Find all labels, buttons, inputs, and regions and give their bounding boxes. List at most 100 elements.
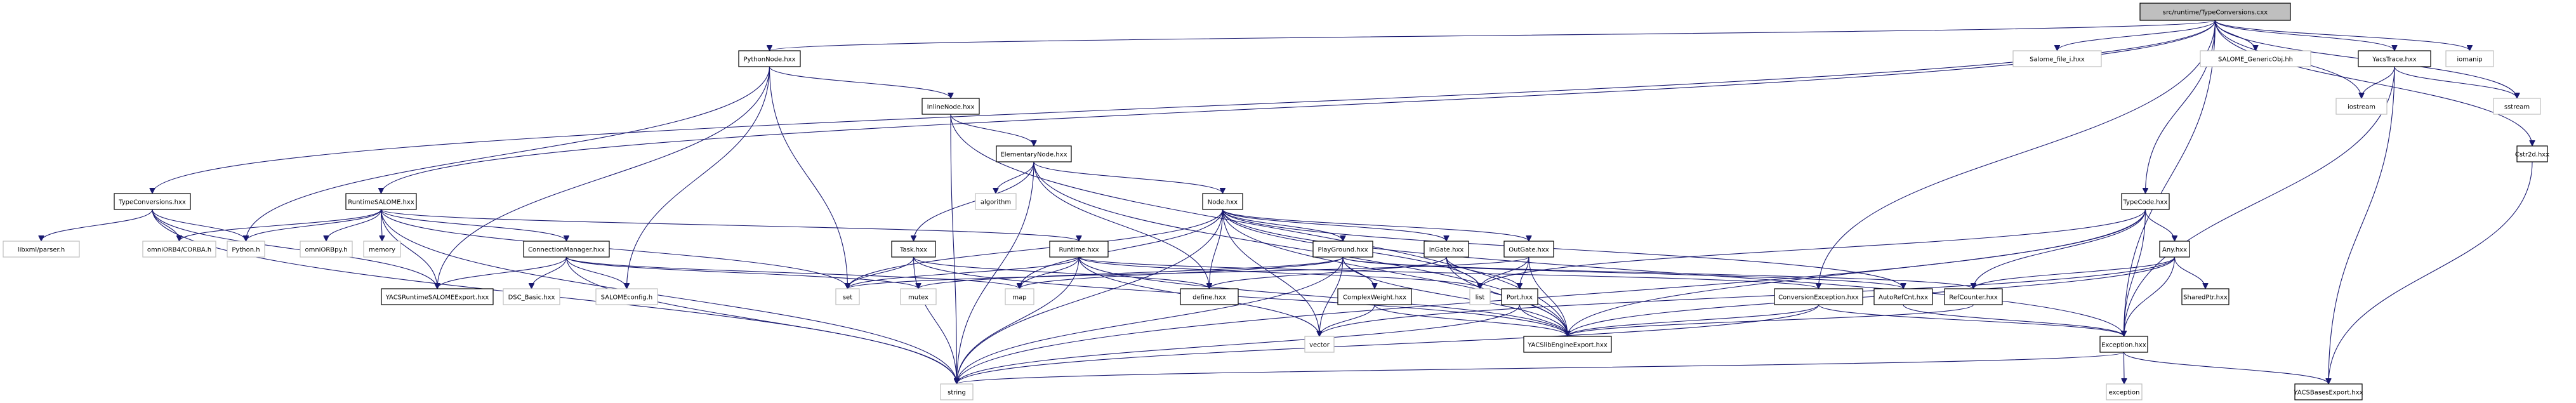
node-Node[interactable]: Node.hxx — [1202, 193, 1243, 210]
node-Exception[interactable]: Exception.hxx — [2099, 336, 2148, 353]
edge-RuntimeSALOME-to-Python — [246, 209, 382, 242]
node-label: ComplexWeight.hxx — [1343, 294, 1406, 301]
node-libxml: libxml/parser.h — [3, 241, 80, 258]
edge-Node-to-define — [1210, 209, 1224, 289]
node-label: exception — [2109, 390, 2140, 397]
node-label: SALOMEconfig.h — [601, 294, 653, 301]
node-label: algorithm — [981, 199, 1011, 206]
node-InlineNode[interactable]: InlineNode.hxx — [921, 98, 980, 115]
node-PythonNode[interactable]: PythonNode.hxx — [738, 50, 801, 67]
node-SharedPtr[interactable]: SharedPtr.hxx — [2181, 288, 2229, 305]
node-RuntimeSALOME[interactable]: RuntimeSALOME.hxx — [345, 193, 417, 210]
edge-ElementaryNode-to-define — [1033, 161, 1210, 289]
node-root[interactable]: src/runtime/TypeConversions.cxx — [2139, 3, 2291, 21]
node-omniCORBA: omniORB4/CORBA.h — [142, 241, 216, 258]
edge-root-to-TypeCode — [2146, 20, 2216, 194]
edge-Runtime-to-list — [1078, 256, 1480, 289]
node-TypeCode[interactable]: TypeCode.hxx — [2121, 193, 2170, 210]
node-box — [738, 50, 801, 67]
edge-RuntimeSALOME-to-YACSRuntimeSALOMEExport — [380, 209, 438, 289]
node-define[interactable]: define.hxx — [1180, 288, 1239, 305]
node-set: set — [835, 288, 860, 305]
node-label: Salome_file_i.hxx — [2030, 56, 2085, 63]
edge-ConnectionManager-to-mutex — [565, 256, 919, 289]
edge-Runtime-to-ConversionException — [1078, 256, 1819, 289]
node-label: RuntimeSALOME.hxx — [348, 199, 414, 206]
edge-ConnectionManager-to-map — [565, 256, 1020, 289]
edge-Any-to-Exception — [2124, 256, 2176, 336]
node-label: map — [1012, 294, 1026, 301]
node-box — [2139, 3, 2291, 21]
edge-YacsTrace-to-YACSBasesExport — [2328, 66, 2395, 384]
edge-PythonNode-to-SALOMEconfig — [627, 66, 770, 289]
node-exception: exception — [2106, 383, 2143, 400]
node-label: string — [948, 390, 966, 397]
node-box — [1202, 193, 1243, 210]
edge-PlayGround-to-mutex — [918, 256, 1344, 289]
node-string: string — [940, 383, 974, 400]
edge-PythonNode-to-set — [769, 66, 848, 289]
node-ComplexWeight[interactable]: ComplexWeight.hxx — [1337, 288, 1412, 305]
edge-ElementaryNode-to-algorithm — [996, 161, 1034, 194]
node-Port[interactable]: Port.hxx — [1501, 288, 1538, 305]
node-ConversionException[interactable]: ConversionException.hxx — [1774, 288, 1863, 305]
node-label: Exception.hxx — [2101, 342, 2146, 349]
node-ConnectionManager[interactable]: ConnectionManager.hxx — [523, 241, 610, 258]
node-iomanip: iomanip — [2445, 50, 2494, 67]
edge-PlayGround-to-ComplexWeight — [1342, 256, 1375, 289]
node-label: InlineNode.hxx — [927, 104, 975, 111]
node-RefCounter[interactable]: RefCounter.hxx — [1944, 288, 2003, 305]
edge-Node-to-Exception — [1222, 209, 2124, 336]
node-list: list — [1469, 288, 1491, 305]
node-box — [363, 241, 401, 258]
node-box — [2012, 50, 2102, 67]
node-SALOME_GenericObj: SALOME_GenericObj.hh — [2200, 50, 2311, 67]
node-YACSRuntimeSALOMEExport[interactable]: YACSRuntimeSALOMEExport.hxx — [381, 288, 494, 305]
node-YACSlibEngineExport[interactable]: YACSlibEngineExport.hxx — [1523, 336, 1612, 353]
edge-root-to-Salome_file_i — [2057, 20, 2216, 51]
node-label: YACSBasesExport.hxx — [2294, 390, 2363, 397]
node-box — [1312, 241, 1373, 258]
node-InGate[interactable]: InGate.hxx — [1423, 241, 1469, 258]
node-label: InGate.hxx — [1429, 247, 1464, 254]
edge-Port-to-string — [957, 304, 1521, 384]
node-label: AutoRefCnt.hxx — [1879, 294, 1928, 301]
node-YacsTrace[interactable]: YacsTrace.hxx — [2358, 50, 2431, 67]
node-box — [1304, 336, 1335, 353]
edge-TypeCode-to-string — [957, 209, 2146, 384]
node-box — [900, 288, 937, 305]
node-Cstr2d[interactable]: Cstr2d.hxx — [2515, 145, 2549, 162]
node-label: ElementaryNode.hxx — [1000, 152, 1067, 159]
node-ElementaryNode[interactable]: ElementaryNode.hxx — [996, 145, 1072, 162]
edge-ConnectionManager-to-string — [565, 256, 957, 384]
node-algorithm: algorithm — [975, 193, 1017, 210]
node-Runtime[interactable]: Runtime.hxx — [1049, 241, 1109, 258]
node-SALOMEconfig: SALOMEconfig.h — [595, 288, 658, 305]
node-box — [595, 288, 658, 305]
edge-TypeCode-to-YACSlibEngineExport — [1568, 209, 2146, 336]
edge-Any-to-YACSlibEngineExport — [1568, 256, 2176, 336]
node-YACSBasesExport[interactable]: YACSBasesExport.hxx — [2294, 383, 2363, 400]
node-box — [300, 241, 353, 258]
node-Salome_file_i: Salome_file_i.hxx — [2012, 50, 2102, 67]
node-label: iomanip — [2457, 56, 2482, 63]
edge-TypeConversionsH-to-Python — [152, 209, 246, 242]
node-map: map — [1005, 288, 1034, 305]
node-label: omniORBpy.h — [305, 247, 347, 254]
edge-Task-to-define — [913, 256, 1210, 289]
node-PlayGround[interactable]: PlayGround.hxx — [1312, 241, 1373, 258]
node-AutoRefCnt[interactable]: AutoRefCnt.hxx — [1873, 288, 1933, 305]
node-Any[interactable]: Any.hxx — [2159, 241, 2190, 258]
node-label: SharedPtr.hxx — [2183, 294, 2228, 301]
edge-PlayGround-to-string — [957, 256, 1344, 384]
node-OutGate[interactable]: OutGate.hxx — [1503, 241, 1554, 258]
edge-PlayGround-to-AutoRefCnt — [1342, 256, 1903, 289]
node-Task[interactable]: Task.hxx — [891, 241, 936, 258]
node-label: Node.hxx — [1208, 199, 1238, 206]
edge-ConversionException-to-string — [957, 304, 1820, 384]
node-TypeConversionsH[interactable]: TypeConversions.hxx — [114, 193, 191, 210]
node-label: mutex — [908, 294, 928, 301]
edge-InGate-to-define — [1210, 256, 1447, 289]
node-label: ConversionException.hxx — [1778, 294, 1859, 301]
node-box — [2493, 98, 2541, 115]
